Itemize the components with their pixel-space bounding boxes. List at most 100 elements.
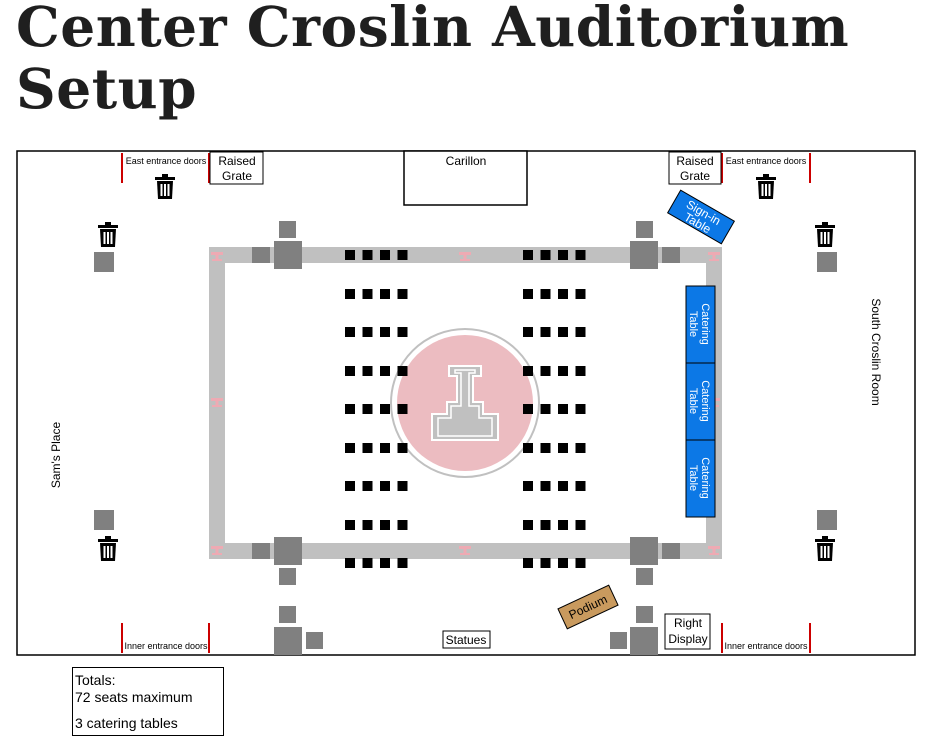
- sign-in-table[interactable]: Sign-in Table: [666, 189, 736, 245]
- door-markers: [121, 153, 811, 653]
- totals-box: Totals: 72 seats maximum 3 catering tabl…: [72, 667, 224, 736]
- seat: [362, 366, 373, 376]
- seat: [540, 481, 551, 491]
- raised-grate-left-line-1: Raised: [218, 154, 255, 168]
- totals-seats: 72 seats maximum: [75, 689, 193, 705]
- trash-can-icon: [815, 222, 835, 247]
- seat: [575, 481, 586, 491]
- seat: [397, 327, 408, 337]
- seat: [362, 443, 373, 453]
- seat: [558, 327, 568, 337]
- outer-pillars: [94, 252, 837, 530]
- seat: [345, 481, 355, 491]
- seat: [345, 520, 355, 530]
- seat: [362, 558, 373, 568]
- inner-doors-left-label: Inner entrance doors: [124, 641, 208, 651]
- catering-table[interactable]: Catering Table: [685, 439, 716, 518]
- seat: [397, 520, 408, 530]
- seat: [362, 289, 373, 299]
- right-display-line-1: Right: [674, 616, 703, 630]
- seat: [380, 443, 390, 453]
- seat: [380, 481, 390, 491]
- totals-catering: 3 catering tables: [75, 715, 178, 731]
- seat: [558, 289, 568, 299]
- inner-doors-right-label: Inner entrance doors: [724, 641, 808, 651]
- seat: [345, 327, 355, 337]
- seat: [345, 250, 355, 260]
- seat: [345, 366, 355, 376]
- raised-grate-left-line-2: Grate: [222, 169, 252, 183]
- catering-table-2-line-2: Table: [687, 388, 699, 414]
- totals-heading: Totals:: [75, 672, 116, 688]
- south-croslin-room-label: South Croslin Room: [869, 298, 883, 405]
- right-display-line-2: Display: [668, 632, 707, 646]
- catering-table[interactable]: Catering Table: [685, 362, 716, 441]
- seat: [397, 481, 408, 491]
- seat: [540, 520, 551, 530]
- seat: [362, 327, 373, 337]
- seat: [523, 289, 533, 299]
- seat: [345, 558, 355, 568]
- seat: [380, 327, 390, 337]
- trash-can-icon: [98, 536, 118, 561]
- seat: [558, 558, 568, 568]
- seat: [380, 289, 390, 299]
- seat: [362, 481, 373, 491]
- trash-can-icon: [815, 536, 835, 561]
- seat: [558, 404, 568, 414]
- seat: [362, 250, 373, 260]
- seat: [575, 443, 586, 453]
- seat: [345, 443, 355, 453]
- seat: [575, 327, 586, 337]
- seat: [575, 289, 586, 299]
- seat: [558, 481, 568, 491]
- catering-table-3-line-2: Table: [687, 465, 699, 491]
- seat: [540, 443, 551, 453]
- seat: [397, 366, 408, 376]
- seat: [558, 443, 568, 453]
- catering-table-3-line-1: Catering: [699, 457, 711, 499]
- raised-grate-right: Raised Grate: [668, 151, 722, 185]
- page-title-line-1: Center Croslin Auditorium: [16, 0, 850, 59]
- seat: [523, 481, 533, 491]
- podium[interactable]: Podium: [557, 584, 619, 630]
- catering-table-1-line-2: Table: [687, 311, 699, 337]
- seat: [540, 558, 551, 568]
- catering-table-1-line-1: Catering: [699, 303, 711, 345]
- trash-can-icon: [756, 174, 776, 199]
- catering-table-2-line-1: Catering: [699, 380, 711, 422]
- seat: [523, 366, 533, 376]
- seat: [397, 289, 408, 299]
- university-logo-icon: [431, 365, 499, 441]
- seat: [345, 289, 355, 299]
- raised-grate-right-line-2: Grate: [680, 169, 710, 183]
- seating-area: [345, 250, 586, 568]
- seat: [345, 404, 355, 414]
- seat: [380, 366, 390, 376]
- seat: [558, 520, 568, 530]
- seat: [362, 520, 373, 530]
- statues: Statues: [442, 630, 491, 649]
- seat: [397, 558, 408, 568]
- seat: [397, 404, 408, 414]
- catering-table[interactable]: Catering Table: [685, 285, 716, 364]
- seat: [523, 520, 533, 530]
- statues-label: Statues: [446, 633, 487, 647]
- seat: [540, 366, 551, 376]
- page-title: Center Croslin Auditorium Setup: [16, 0, 849, 120]
- raised-grate-right-line-1: Raised: [676, 154, 713, 168]
- seat: [397, 443, 408, 453]
- carillon-label: Carillon: [446, 154, 487, 168]
- seat: [575, 366, 586, 376]
- east-doors-left-label: East entrance doors: [126, 156, 207, 166]
- seat: [540, 289, 551, 299]
- east-doors-right-label: East entrance doors: [726, 156, 807, 166]
- seat: [575, 520, 586, 530]
- seat: [380, 250, 390, 260]
- seat: [380, 520, 390, 530]
- trash-can-icon: [155, 174, 175, 199]
- seat: [523, 404, 533, 414]
- seat: [558, 250, 568, 260]
- raised-grate-left: Raised Grate: [209, 151, 264, 185]
